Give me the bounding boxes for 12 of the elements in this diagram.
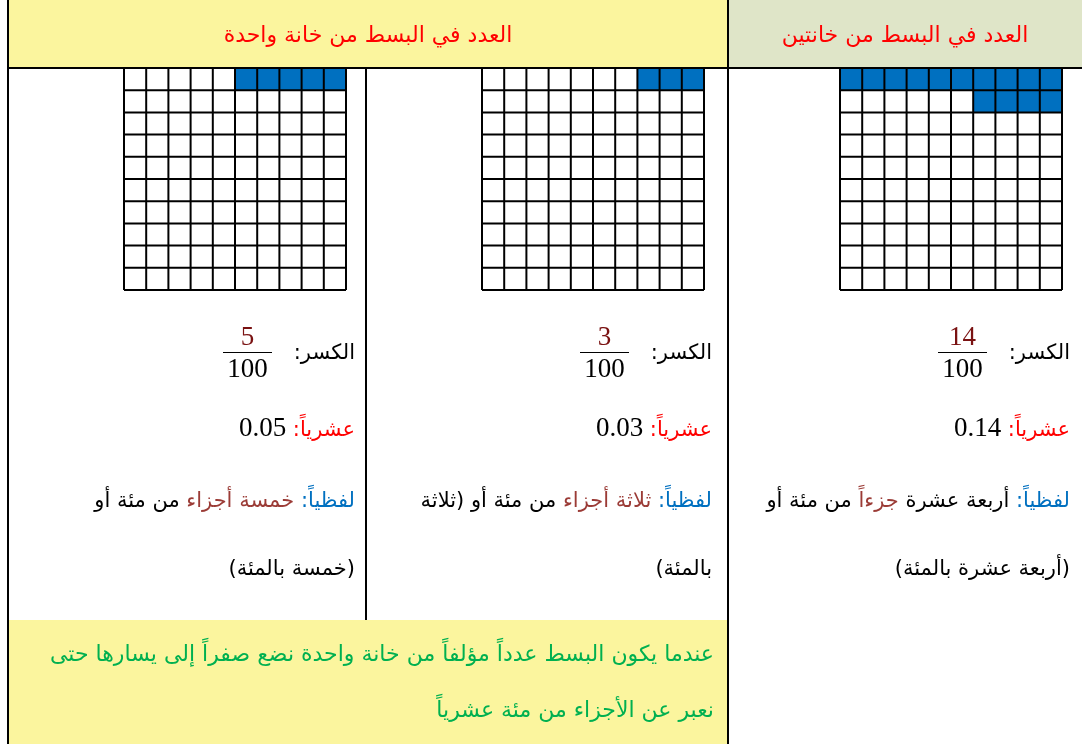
note-cell: عندما يكون البسط عدداً مؤلفاً من خانة واحدة نضع صفراً إلى يسارها حتى نعبر عن الأجزاء من مئة عشرياً (8, 620, 728, 744)
verbal-answer: لفظياً: خمسة أجزاء من مئة أو (خمسة بالمئة) (25, 466, 355, 602)
verbal-answer: لفظياً: أربعة عشرة جزءاً من مئة أو (أربعة عشرة بالمئة) (740, 466, 1070, 602)
fraction: 5 100 (223, 320, 272, 384)
header-cell: العدد في البسط من خانة واحدة (8, 0, 728, 68)
fraction-label: الكسر: (293, 340, 355, 364)
fraction: 3 100 (580, 320, 629, 384)
fraction-label: الكسر: (650, 340, 712, 364)
header-cell: العدد في البسط من خانتين (728, 0, 1082, 68)
fraction-label: الكسر: (1008, 340, 1070, 364)
verbal-answer: لفظياً: ثلاثة أجزاء من مئة أو (ثلاثة بالمئة) (382, 466, 712, 602)
fraction: 14 100 (938, 320, 987, 384)
